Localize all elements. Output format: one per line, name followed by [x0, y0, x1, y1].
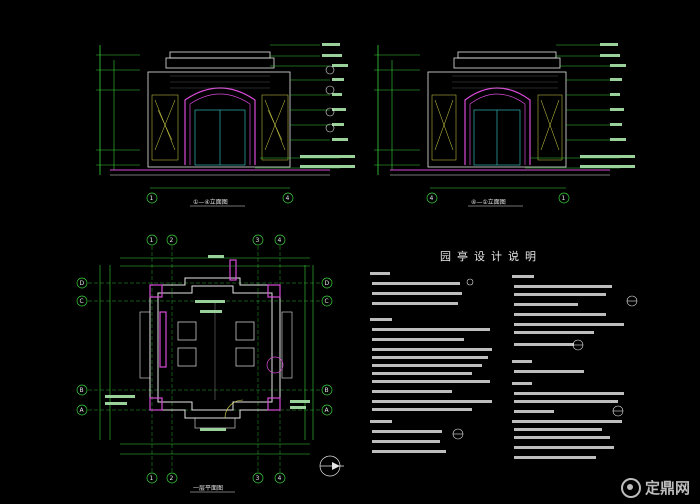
design-notes-block: [370, 272, 638, 459]
plan-caption: 一层平面图: [193, 485, 223, 492]
watermark-logo-icon: [620, 478, 641, 498]
front-elevation-caption: ①—④立面图: [193, 198, 228, 206]
svg-text:B: B: [80, 387, 84, 394]
svg-text:D: D: [325, 280, 330, 287]
floor-plan: 1 2 3 4 1 2 3 4 D C B A D C B A: [76, 234, 333, 484]
rear-elevation-caption: ④—①立面图: [471, 198, 506, 206]
svg-text:1: 1: [150, 475, 154, 482]
svg-text:2: 2: [170, 237, 174, 244]
rear-elevation: 4 1: [374, 43, 635, 204]
north-arrow-icon: [319, 455, 344, 477]
svg-text:D: D: [80, 280, 85, 287]
svg-text:3: 3: [256, 237, 260, 244]
svg-text:4: 4: [278, 475, 282, 482]
svg-text:A: A: [325, 407, 330, 414]
svg-text:C: C: [80, 298, 84, 305]
front-elevation: 1 4: [96, 43, 355, 204]
svg-text:C: C: [325, 298, 329, 305]
svg-text:A: A: [80, 407, 85, 414]
watermark: 定鼎网: [620, 477, 690, 498]
watermark-text: 定鼎网: [644, 478, 690, 497]
svg-text:1: 1: [562, 195, 566, 202]
svg-text:4: 4: [278, 237, 282, 244]
svg-text:3: 3: [256, 475, 260, 482]
svg-text:4: 4: [430, 195, 434, 202]
notes-title: 园亭设计说明: [440, 250, 542, 263]
svg-text:B: B: [325, 387, 329, 394]
svg-text:4: 4: [286, 195, 290, 202]
svg-text:2: 2: [170, 475, 174, 482]
svg-text:1: 1: [150, 195, 154, 202]
svg-text:1: 1: [150, 237, 154, 244]
